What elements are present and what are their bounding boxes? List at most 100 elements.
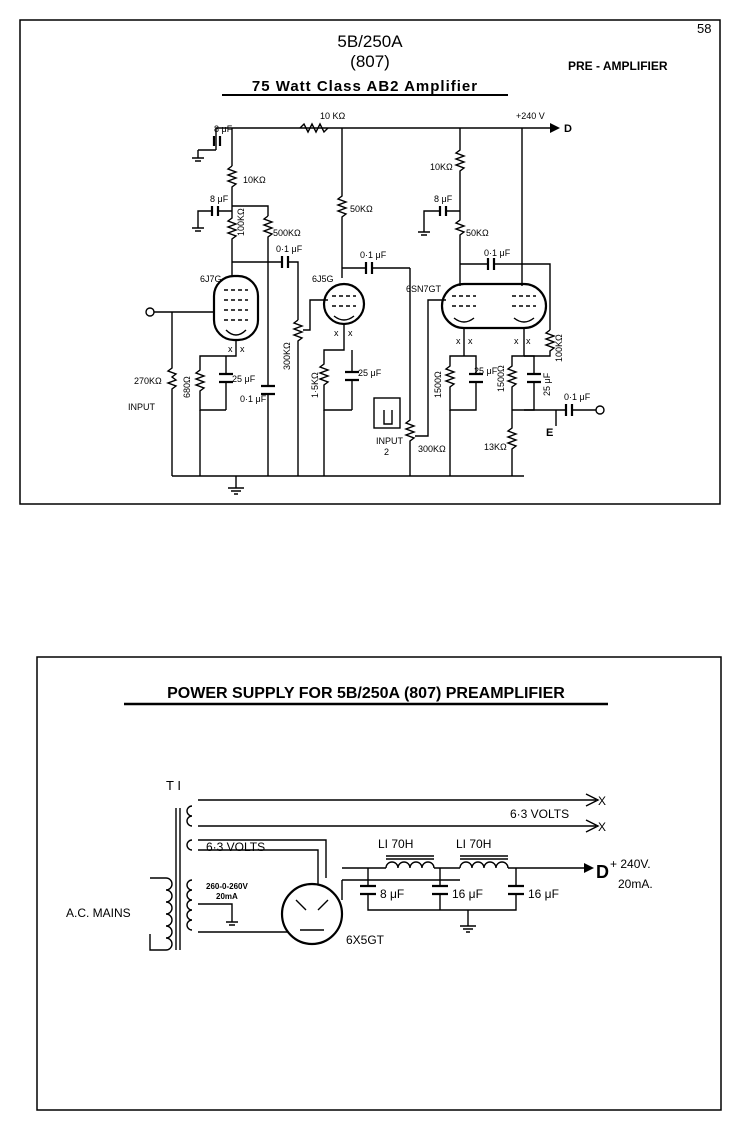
- capacitor-01uf-2: [280, 256, 290, 268]
- label-psu-out-v: + 240V.: [610, 857, 651, 871]
- wire-screen: [232, 205, 269, 216]
- label-heater-x-7: x: [514, 336, 519, 346]
- mains-leads: [149, 877, 166, 951]
- tube-6j5g-grid: [332, 295, 356, 307]
- rectifier-6x5gt: [280, 882, 344, 946]
- capacitor-16uf-1: [432, 884, 448, 896]
- ground-icon: [192, 157, 204, 162]
- arrow-d-icon: [550, 123, 560, 133]
- heater-winding-2: [186, 839, 193, 851]
- arrow-d-out-icon: [584, 863, 594, 873]
- preamp-title-line1: 5B/250A: [337, 32, 403, 51]
- ground-icon-psu-1: [226, 921, 238, 926]
- label-c-25-3: 25 μF: [474, 366, 498, 376]
- primary-winding: [165, 877, 173, 951]
- input2-contact: [383, 410, 393, 425]
- label-input: INPUT: [128, 402, 156, 412]
- ground-icon-3: [418, 231, 430, 236]
- label-heater-x-3: x: [334, 328, 339, 338]
- transformer-core: [175, 808, 181, 950]
- input-terminal[interactable]: [145, 307, 155, 317]
- label-heater-x-6: x: [468, 336, 473, 346]
- label-r-10k-2: 10KΩ: [430, 162, 453, 172]
- label-c-01-2: 0·1 μF: [276, 244, 303, 254]
- label-input2-b: 2: [384, 447, 389, 457]
- psu-panel: POWER SUPPLY FOR 5B/250A (807) PREAMPLIF…: [36, 656, 722, 1111]
- label-c1: 8 μF: [380, 887, 404, 901]
- label-r-100k-2: 100KΩ: [554, 334, 564, 362]
- label-c-01-4: 0·1 μF: [484, 248, 511, 258]
- choke-1: [385, 861, 435, 869]
- preamp-title-line3: 75 Watt Class AB2 Amplifier: [252, 78, 478, 95]
- label-rect: 6X5GT: [346, 933, 385, 947]
- resistor-100k-1: [226, 206, 238, 276]
- capacitor-01uf-5: [564, 404, 574, 416]
- label-c-8uf-2: 8 μF: [210, 194, 229, 204]
- capacitor-25uf-2: [345, 370, 359, 382]
- label-r-10k-1: 10KΩ: [243, 175, 266, 185]
- tube-6j5g-cathode: [333, 315, 355, 321]
- input2-jack[interactable]: [373, 397, 401, 429]
- filter-cap-wires: [367, 868, 517, 911]
- heater-lines: [198, 799, 596, 827]
- label-r-300k-1: 300KΩ: [282, 342, 292, 370]
- rectifier-elements: [295, 899, 329, 931]
- capacitor-8uf-psu: [360, 884, 376, 896]
- heater-winding-1: [186, 805, 193, 827]
- wire-coupling-3: [460, 263, 551, 330]
- label-psu-out-d: D: [596, 862, 609, 882]
- capacitor-8uf-2: [210, 206, 220, 216]
- preamp-frame: [19, 19, 721, 505]
- capacitor-01uf-3: [364, 262, 374, 274]
- label-heater-x-8: x: [526, 336, 531, 346]
- tube-6sn7gt-grids: [452, 295, 536, 307]
- label-mains: A.C. MAINS: [66, 906, 131, 920]
- preamp-title-line2: (807): [350, 52, 390, 71]
- label-c-8uf-1: 8 μF: [214, 124, 233, 134]
- choke-1-core: [386, 855, 434, 860]
- capacitor-8uf-1: [212, 136, 222, 146]
- tube-6j5g: [322, 282, 366, 326]
- hv-wires: [198, 903, 288, 933]
- preamp-subtitle: PRE - AMPLIFIER: [568, 59, 668, 73]
- label-t1: T I: [166, 778, 181, 793]
- decoupling-wire-3: [423, 210, 460, 232]
- label-c-8uf-3: 8 μF: [434, 194, 453, 204]
- tube-6sn7gt: [440, 282, 548, 330]
- ground-icon-2: [192, 227, 204, 232]
- capacitor-8uf-3: [438, 206, 448, 216]
- capacitor-25uf-4: [527, 372, 541, 384]
- psu-frame: [36, 656, 722, 1111]
- label-tube-2: 6J5G: [312, 274, 334, 284]
- capacitor-01uf-4: [486, 258, 496, 270]
- label-tube-1: 6J7G: [200, 274, 222, 284]
- label-r-270k: 270KΩ: [134, 376, 162, 386]
- decoupling-wire-1: [197, 127, 232, 158]
- label-l1b: LI 70H: [456, 837, 491, 851]
- resistor-100k-2: [524, 329, 556, 357]
- label-r-13k: 13KΩ: [484, 442, 507, 452]
- psu-title: POWER SUPPLY FOR 5B/250A (807) PREAMPLIF…: [167, 685, 565, 702]
- label-supply: +240 V: [516, 111, 545, 121]
- label-c-01-5: 0·1 μF: [564, 392, 591, 402]
- label-r-500k: 500KΩ: [273, 228, 301, 238]
- label-c3: 16 μF: [528, 887, 559, 901]
- decoupling-wire-2: [197, 210, 232, 228]
- preamp-panel: 5B/250A (807) 75 Watt Class AB2 Amplifie…: [19, 19, 721, 505]
- tube-6sn7gt-cathodes: [453, 317, 535, 323]
- label-out-e: E: [546, 427, 553, 439]
- label-hv-ma: 20mA: [216, 892, 238, 901]
- resistor-10k-1: [226, 165, 238, 206]
- capacitor-16uf-2: [508, 884, 524, 896]
- resistor-10k-2: [454, 128, 466, 286]
- label-v63-left: 6·3 VOLTS: [206, 840, 265, 854]
- resistor-1500-1: [444, 328, 477, 411]
- label-r-10k-top: 10 KΩ: [320, 111, 346, 121]
- label-heater-x-1: x: [228, 344, 233, 354]
- label-r-1-5k: 1·5KΩ: [310, 372, 320, 398]
- choke-2: [459, 861, 509, 869]
- label-x1: X: [598, 794, 606, 808]
- output-terminal-e[interactable]: [595, 405, 605, 415]
- label-out-d: D: [564, 123, 572, 135]
- label-heater-x-4: x: [348, 328, 353, 338]
